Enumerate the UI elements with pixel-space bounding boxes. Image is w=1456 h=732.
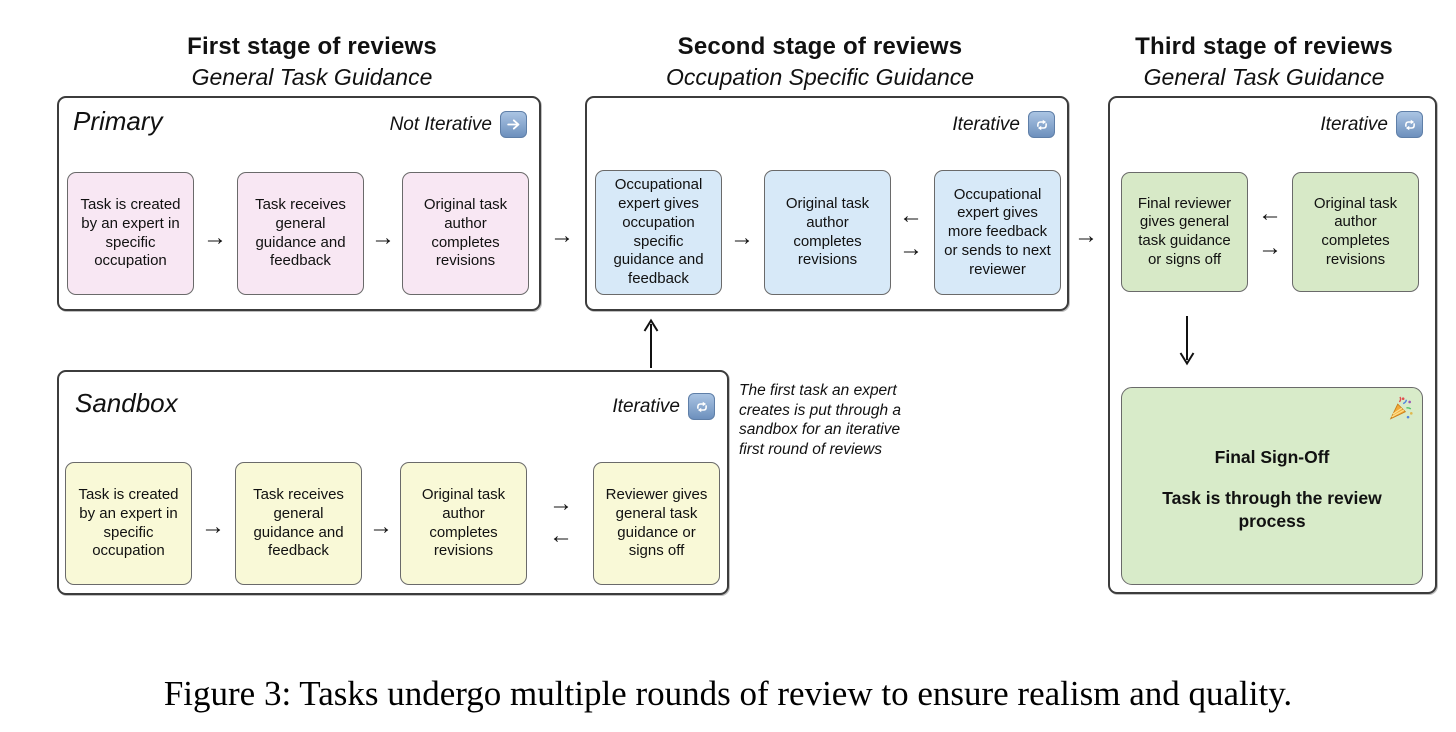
sandbox-mode-label: Iterative <box>612 395 680 417</box>
stage1-title: First stage of reviews <box>187 33 437 60</box>
party-popper-icon <box>1389 396 1413 420</box>
flow-node: Task receives general guidance and feedb… <box>235 462 362 585</box>
arrow-right-glyph: → <box>1258 234 1282 261</box>
figure-caption: Figure 3: Tasks undergo multiple rounds … <box>163 674 1293 713</box>
arrow-right-glyph: → <box>1074 222 1098 249</box>
stage3-subtitle: General Task Guidance <box>1143 64 1385 90</box>
sandbox-label: Sandbox <box>75 388 178 418</box>
final-sign-off-text: Final Sign-Off Task is through the revie… <box>1142 446 1402 532</box>
stage2-header: Second stage of reviews Occupation Speci… <box>585 33 1055 91</box>
flow-node: Occupational expert gives occupation spe… <box>595 170 722 295</box>
flow-node: Original task author completes revisions <box>1292 172 1419 292</box>
primary-stage-container: Primary Not Iterative Task is created by… <box>57 96 541 311</box>
flow-node: Task receives general guidance and feedb… <box>237 172 364 295</box>
final-sign-off-title: Final Sign-Off <box>1214 447 1330 467</box>
primary-mode: Not Iterative <box>390 111 527 138</box>
arrow-right-glyph: → <box>369 513 393 540</box>
final-sign-off-box: Final Sign-Off Task is through the revie… <box>1121 387 1423 585</box>
arrow-right-glyph: → <box>371 224 395 251</box>
third-stage-container: Iterative Final reviewer gives general t… <box>1108 96 1437 594</box>
flow-node: Task is created by an expert in specific… <box>65 462 192 585</box>
stage3-header: Third stage of reviews General Task Guid… <box>1103 33 1425 91</box>
repeat-icon <box>688 393 715 420</box>
arrow-right-glyph: → <box>899 235 923 262</box>
stage2-title: Second stage of reviews <box>677 33 963 60</box>
flow-node: Final reviewer gives general task guidan… <box>1121 172 1248 292</box>
arrow-right-glyph: → <box>730 224 754 251</box>
sandbox-container: Sandbox Iterative Task is created by an … <box>57 370 729 595</box>
flow-node: Original task author completes revisions <box>400 462 527 585</box>
flow-node: Task is created by an expert in specific… <box>67 172 194 295</box>
second-mode: Iterative <box>952 111 1055 138</box>
arrow-right-glyph: → <box>550 222 574 249</box>
stage1-subtitle: General Task Guidance <box>191 64 433 90</box>
third-mode-label: Iterative <box>1320 113 1388 135</box>
arrow-right-glyph: → <box>203 224 227 251</box>
flow-node: Original task author completes revisions <box>402 172 529 295</box>
arrow-right-glyph: → <box>549 490 573 517</box>
arrow-left-glyph: ← <box>899 202 923 229</box>
primary-label: Primary <box>73 106 163 136</box>
second-stage-container: Iterative Occupational expert gives occu… <box>585 96 1069 311</box>
arrow-left-glyph: ← <box>1258 200 1282 227</box>
up-arrow <box>643 318 659 368</box>
flow-node: Reviewer gives general task guidance or … <box>593 462 720 585</box>
sandbox-mode: Iterative <box>612 393 715 420</box>
down-arrow <box>1179 316 1195 366</box>
second-mode-label: Iterative <box>952 113 1020 135</box>
flow-node: Occupational expert gives more feedback … <box>934 170 1061 295</box>
flow-node: Original task author completes revisions <box>764 170 891 295</box>
arrow-left-glyph: ← <box>549 522 573 549</box>
right-arrow-icon <box>500 111 527 138</box>
repeat-icon <box>1028 111 1055 138</box>
stage1-header: First stage of reviews General Task Guid… <box>72 33 552 91</box>
arrow-right-glyph: → <box>201 513 225 540</box>
repeat-icon <box>1396 111 1423 138</box>
final-sign-off-body: Task is through the review process <box>1162 487 1382 531</box>
stage2-subtitle: Occupation Specific Guidance <box>665 64 975 90</box>
primary-mode-label: Not Iterative <box>389 113 492 135</box>
third-mode: Iterative <box>1320 111 1423 138</box>
stage3-title: Third stage of reviews <box>1135 33 1393 60</box>
sandbox-note: The first task an expert creates is put … <box>739 382 901 458</box>
